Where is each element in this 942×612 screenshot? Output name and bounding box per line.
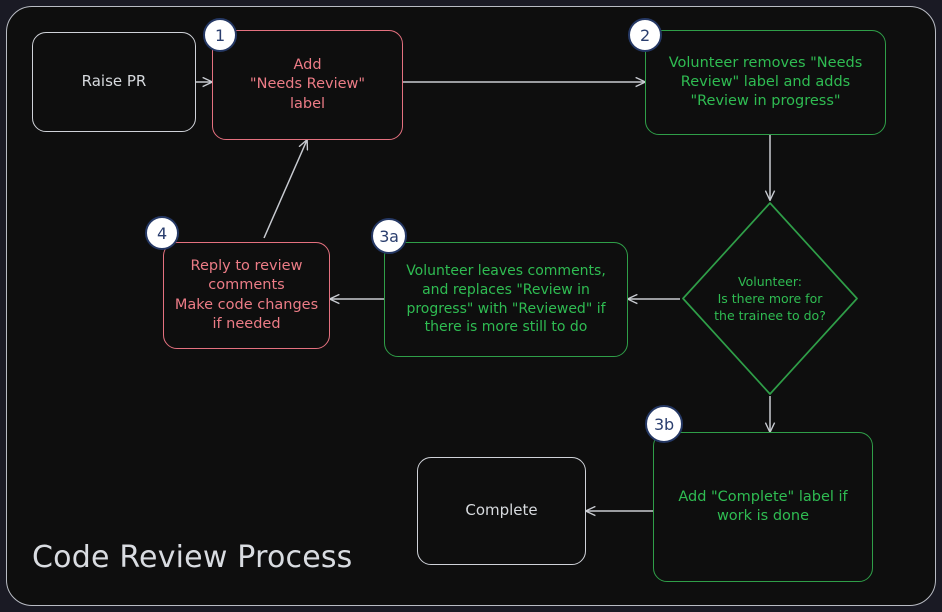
badge-step-3a: 3a: [371, 218, 407, 254]
node-add-needs-review-label-text: Add"Needs Review"label: [249, 57, 366, 112]
badge-step-1: 1: [203, 18, 237, 52]
node-volunteer-removes-label[interactable]: Volunteer removes "Needs Review" label a…: [645, 30, 886, 135]
badge-step-3a-text: 3a: [379, 226, 399, 246]
badge-step-2: 2: [628, 18, 662, 52]
badge-step-1-text: 1: [215, 25, 225, 45]
badge-step-4-text: 4: [157, 223, 167, 243]
node-add-needs-review-label[interactable]: Add"Needs Review"label: [212, 30, 403, 140]
badge-step-3b: 3b: [645, 405, 683, 443]
node-complete-label: Complete: [465, 501, 538, 520]
node-volunteer-leaves-comments-text: Volunteer leaves comments, and replaces …: [406, 263, 606, 336]
node-volunteer-leaves-comments[interactable]: Volunteer leaves comments, and replaces …: [384, 242, 628, 357]
node-add-complete-label-text: Add "Complete" label if work is done: [678, 488, 848, 524]
badge-step-2-text: 2: [640, 25, 650, 45]
badge-step-4: 4: [145, 216, 179, 250]
node-complete[interactable]: Complete: [417, 457, 586, 565]
node-volunteer-removes-label-text: Volunteer removes "Needs Review" label a…: [668, 54, 863, 110]
badge-step-3b-text: 3b: [654, 414, 674, 434]
diagram-title: Code Review Process: [32, 540, 353, 575]
node-raise-pr[interactable]: Raise PR: [32, 32, 196, 132]
node-raise-pr-label: Raise PR: [81, 72, 147, 91]
decision-diamond-shape: [682, 202, 858, 395]
node-add-complete-label[interactable]: Add "Complete" label if work is done: [653, 432, 873, 582]
